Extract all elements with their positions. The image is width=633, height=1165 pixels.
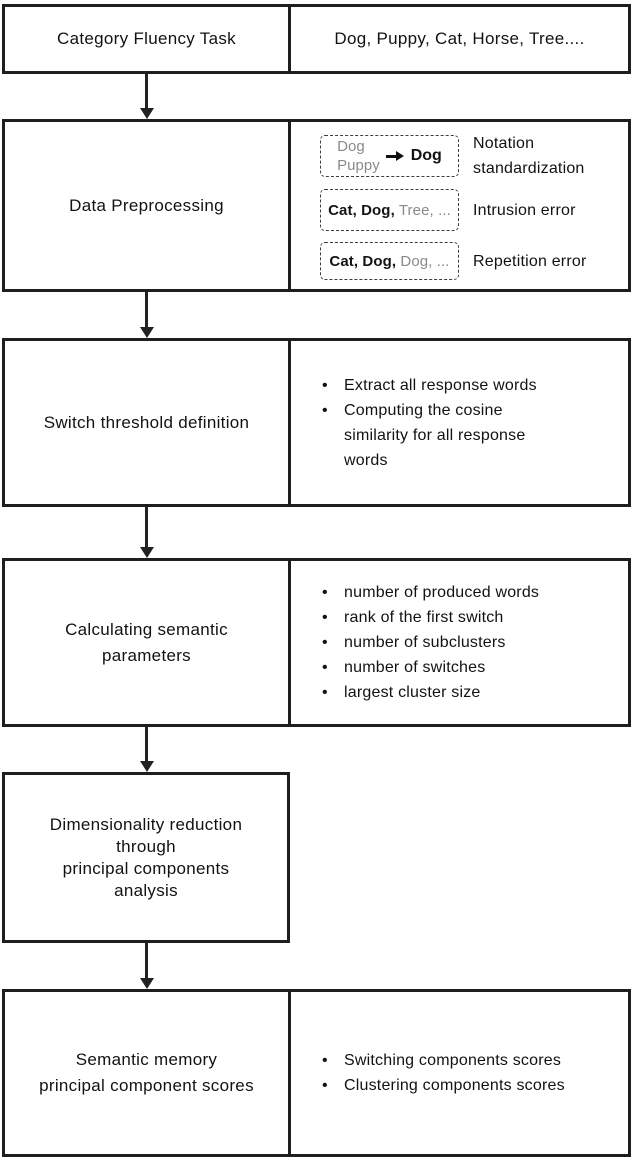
notation-example-row: Dog Puppy Dog Notation standardization — [320, 131, 586, 181]
scores-bullets: • Switching components scores • Clusteri… — [291, 1048, 575, 1098]
bullet-item: • number of produced words — [322, 580, 539, 605]
bullet-icon: • — [322, 1052, 328, 1069]
intrusion-label: Intrusion error — [473, 201, 576, 219]
right-arrow-icon — [385, 151, 404, 161]
switch-threshold-title: Switch threshold definition — [43, 412, 250, 432]
task-example-cell: Dog, Puppy, Cat, Horse, Tree.... — [291, 7, 628, 71]
pca-title: Dimensionality reduction through princip… — [49, 814, 243, 900]
intrusion-example-box: Cat, Dog, Tree, ... — [320, 189, 459, 231]
notation-label: Notation standardization — [473, 135, 585, 177]
switch-threshold-box: Switch threshold definition • Extract al… — [2, 338, 631, 507]
flow-arrow-1 — [139, 74, 154, 119]
scores-bullets-cell: • Switching components scores • Clusteri… — [291, 992, 628, 1154]
repetition-example-row: Cat, Dog, Dog, ... Repetition error — [320, 242, 586, 280]
arrow-line — [145, 727, 148, 761]
arrow-line — [145, 292, 148, 327]
bullet-item: • largest cluster size — [322, 680, 539, 705]
preprocessing-box: Data Preprocessing Dog Puppy Dog — [2, 119, 631, 292]
task-box: Category Fluency Task Dog, Puppy, Cat, H… — [2, 4, 631, 74]
repetition-sequence: Cat, Dog, Dog, ... — [329, 252, 450, 270]
notation-from: Dog Puppy — [337, 137, 380, 175]
bullet-icon: • — [322, 609, 328, 626]
notation-example-box: Dog Puppy Dog — [320, 135, 459, 177]
notation-from-line1: Dog — [337, 138, 365, 155]
arrow-line — [145, 507, 148, 547]
bullet-item: • number of subclusters — [322, 630, 539, 655]
parameters-title: Calculating semantic parameters — [65, 619, 228, 665]
flow-arrow-5 — [139, 943, 154, 989]
parameters-title-cell: Calculating semantic parameters — [5, 561, 291, 724]
switch-threshold-bullets: • Extract all response words • Computing… — [291, 373, 566, 473]
intrusion-example-row: Cat, Dog, Tree, ... Intrusion error — [320, 189, 586, 231]
flow-arrow-4 — [139, 727, 154, 772]
arrow-head-icon — [139, 547, 154, 558]
scores-title: Semantic memory principal component scor… — [39, 1050, 254, 1095]
bullet-icon: • — [322, 634, 328, 651]
arrow-line — [145, 943, 148, 978]
switch-threshold-title-cell: Switch threshold definition — [5, 341, 291, 504]
bullet-icon: • — [322, 401, 328, 419]
bullet-item: • rank of the first switch — [322, 605, 539, 630]
parameters-bullets-cell: • number of produced words • rank of the… — [291, 561, 628, 724]
preprocessing-examples: Dog Puppy Dog Notation standardization — [291, 131, 586, 280]
bullet-icon: • — [322, 659, 328, 676]
bullet-icon: • — [322, 684, 328, 701]
preprocessing-title-cell: Data Preprocessing — [5, 122, 291, 289]
intrusion-sequence: Cat, Dog, Tree, ... — [328, 201, 451, 219]
bullet-item: • Switching components scores — [322, 1048, 565, 1073]
preprocessing-examples-cell: Dog Puppy Dog Notation standardization — [291, 122, 628, 289]
pca-box: Dimensionality reduction through princip… — [2, 772, 290, 943]
bullet-icon: • — [322, 376, 328, 394]
parameters-bullets: • number of produced words • rank of the… — [291, 580, 549, 705]
bullet-item: • Clustering components scores — [322, 1073, 565, 1098]
repetition-label: Repetition error — [473, 252, 587, 270]
arrow-head-icon — [139, 108, 154, 119]
arrow-line — [145, 74, 148, 108]
task-title-cell: Category Fluency Task — [5, 7, 291, 71]
flow-arrow-3 — [139, 507, 154, 558]
notation-from-line2: Puppy — [337, 157, 380, 174]
scores-title-cell: Semantic memory principal component scor… — [5, 992, 291, 1154]
bullet-item: • number of switches — [322, 655, 539, 680]
bullet-item: • Computing the cosine similarity for al… — [322, 398, 556, 473]
bullet-icon: • — [322, 1077, 328, 1094]
flow-arrow-2 — [139, 292, 154, 338]
arrow-head-icon — [139, 978, 154, 989]
scores-box: Semantic memory principal component scor… — [2, 989, 631, 1157]
arrow-head-icon — [139, 761, 154, 772]
bullet-item: • Extract all response words — [322, 373, 556, 398]
notation-to: Dog — [410, 147, 442, 164]
repetition-example-box: Cat, Dog, Dog, ... — [320, 242, 459, 280]
arrow-head-icon — [139, 327, 154, 338]
switch-threshold-bullets-cell: • Extract all response words • Computing… — [291, 341, 628, 504]
task-example: Dog, Puppy, Cat, Horse, Tree.... — [334, 29, 585, 48]
preprocessing-title: Data Preprocessing — [69, 195, 224, 215]
bullet-icon: • — [322, 584, 328, 601]
task-title: Category Fluency Task — [57, 29, 236, 48]
parameters-box: Calculating semantic parameters • number… — [2, 558, 631, 727]
